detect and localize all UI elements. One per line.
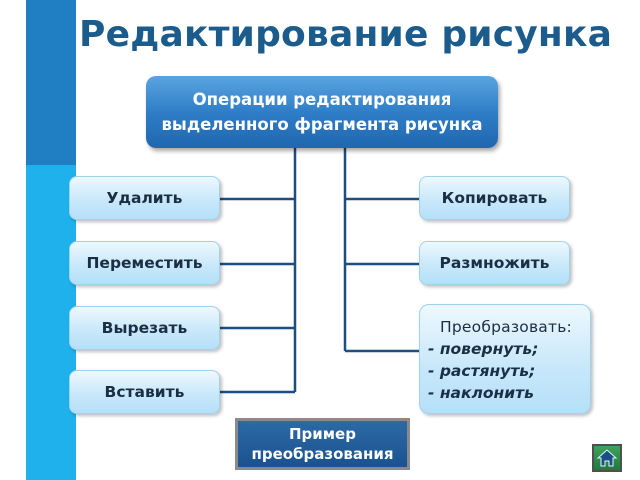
transform-item-stretch: - растянуть; — [428, 362, 536, 380]
op-move: Переместить — [69, 241, 220, 285]
op-delete: Удалить — [69, 176, 220, 220]
op-multiply: Размножить — [419, 241, 570, 285]
example-transform-button[interactable]: Пример преобразования — [235, 418, 410, 470]
transform-item-skew: - наклонить — [428, 384, 534, 402]
example-button-line1: Пример — [289, 425, 356, 443]
main-node: Операции редактирования выделенного фраг… — [146, 76, 498, 148]
op-cut: Вырезать — [69, 306, 220, 350]
op-copy: Копировать — [419, 176, 570, 220]
home-button[interactable] — [592, 444, 622, 472]
main-node-line2: выделенного фрагмента рисунка — [161, 115, 483, 134]
decor-band-light — [26, 165, 76, 480]
op-paste: Вставить — [69, 370, 220, 414]
home-icon — [596, 449, 618, 467]
decor-band-dark — [26, 0, 76, 165]
example-button-line2: преобразования — [251, 445, 394, 463]
transform-heading: Преобразовать: — [440, 318, 572, 336]
slide-title: Редактирование рисунка — [79, 14, 613, 55]
transform-item-rotate: - повернуть; — [428, 340, 539, 358]
op-transform: Преобразовать: - повернуть; - растянуть;… — [419, 304, 591, 414]
main-node-line1: Операции редактирования — [192, 90, 452, 109]
